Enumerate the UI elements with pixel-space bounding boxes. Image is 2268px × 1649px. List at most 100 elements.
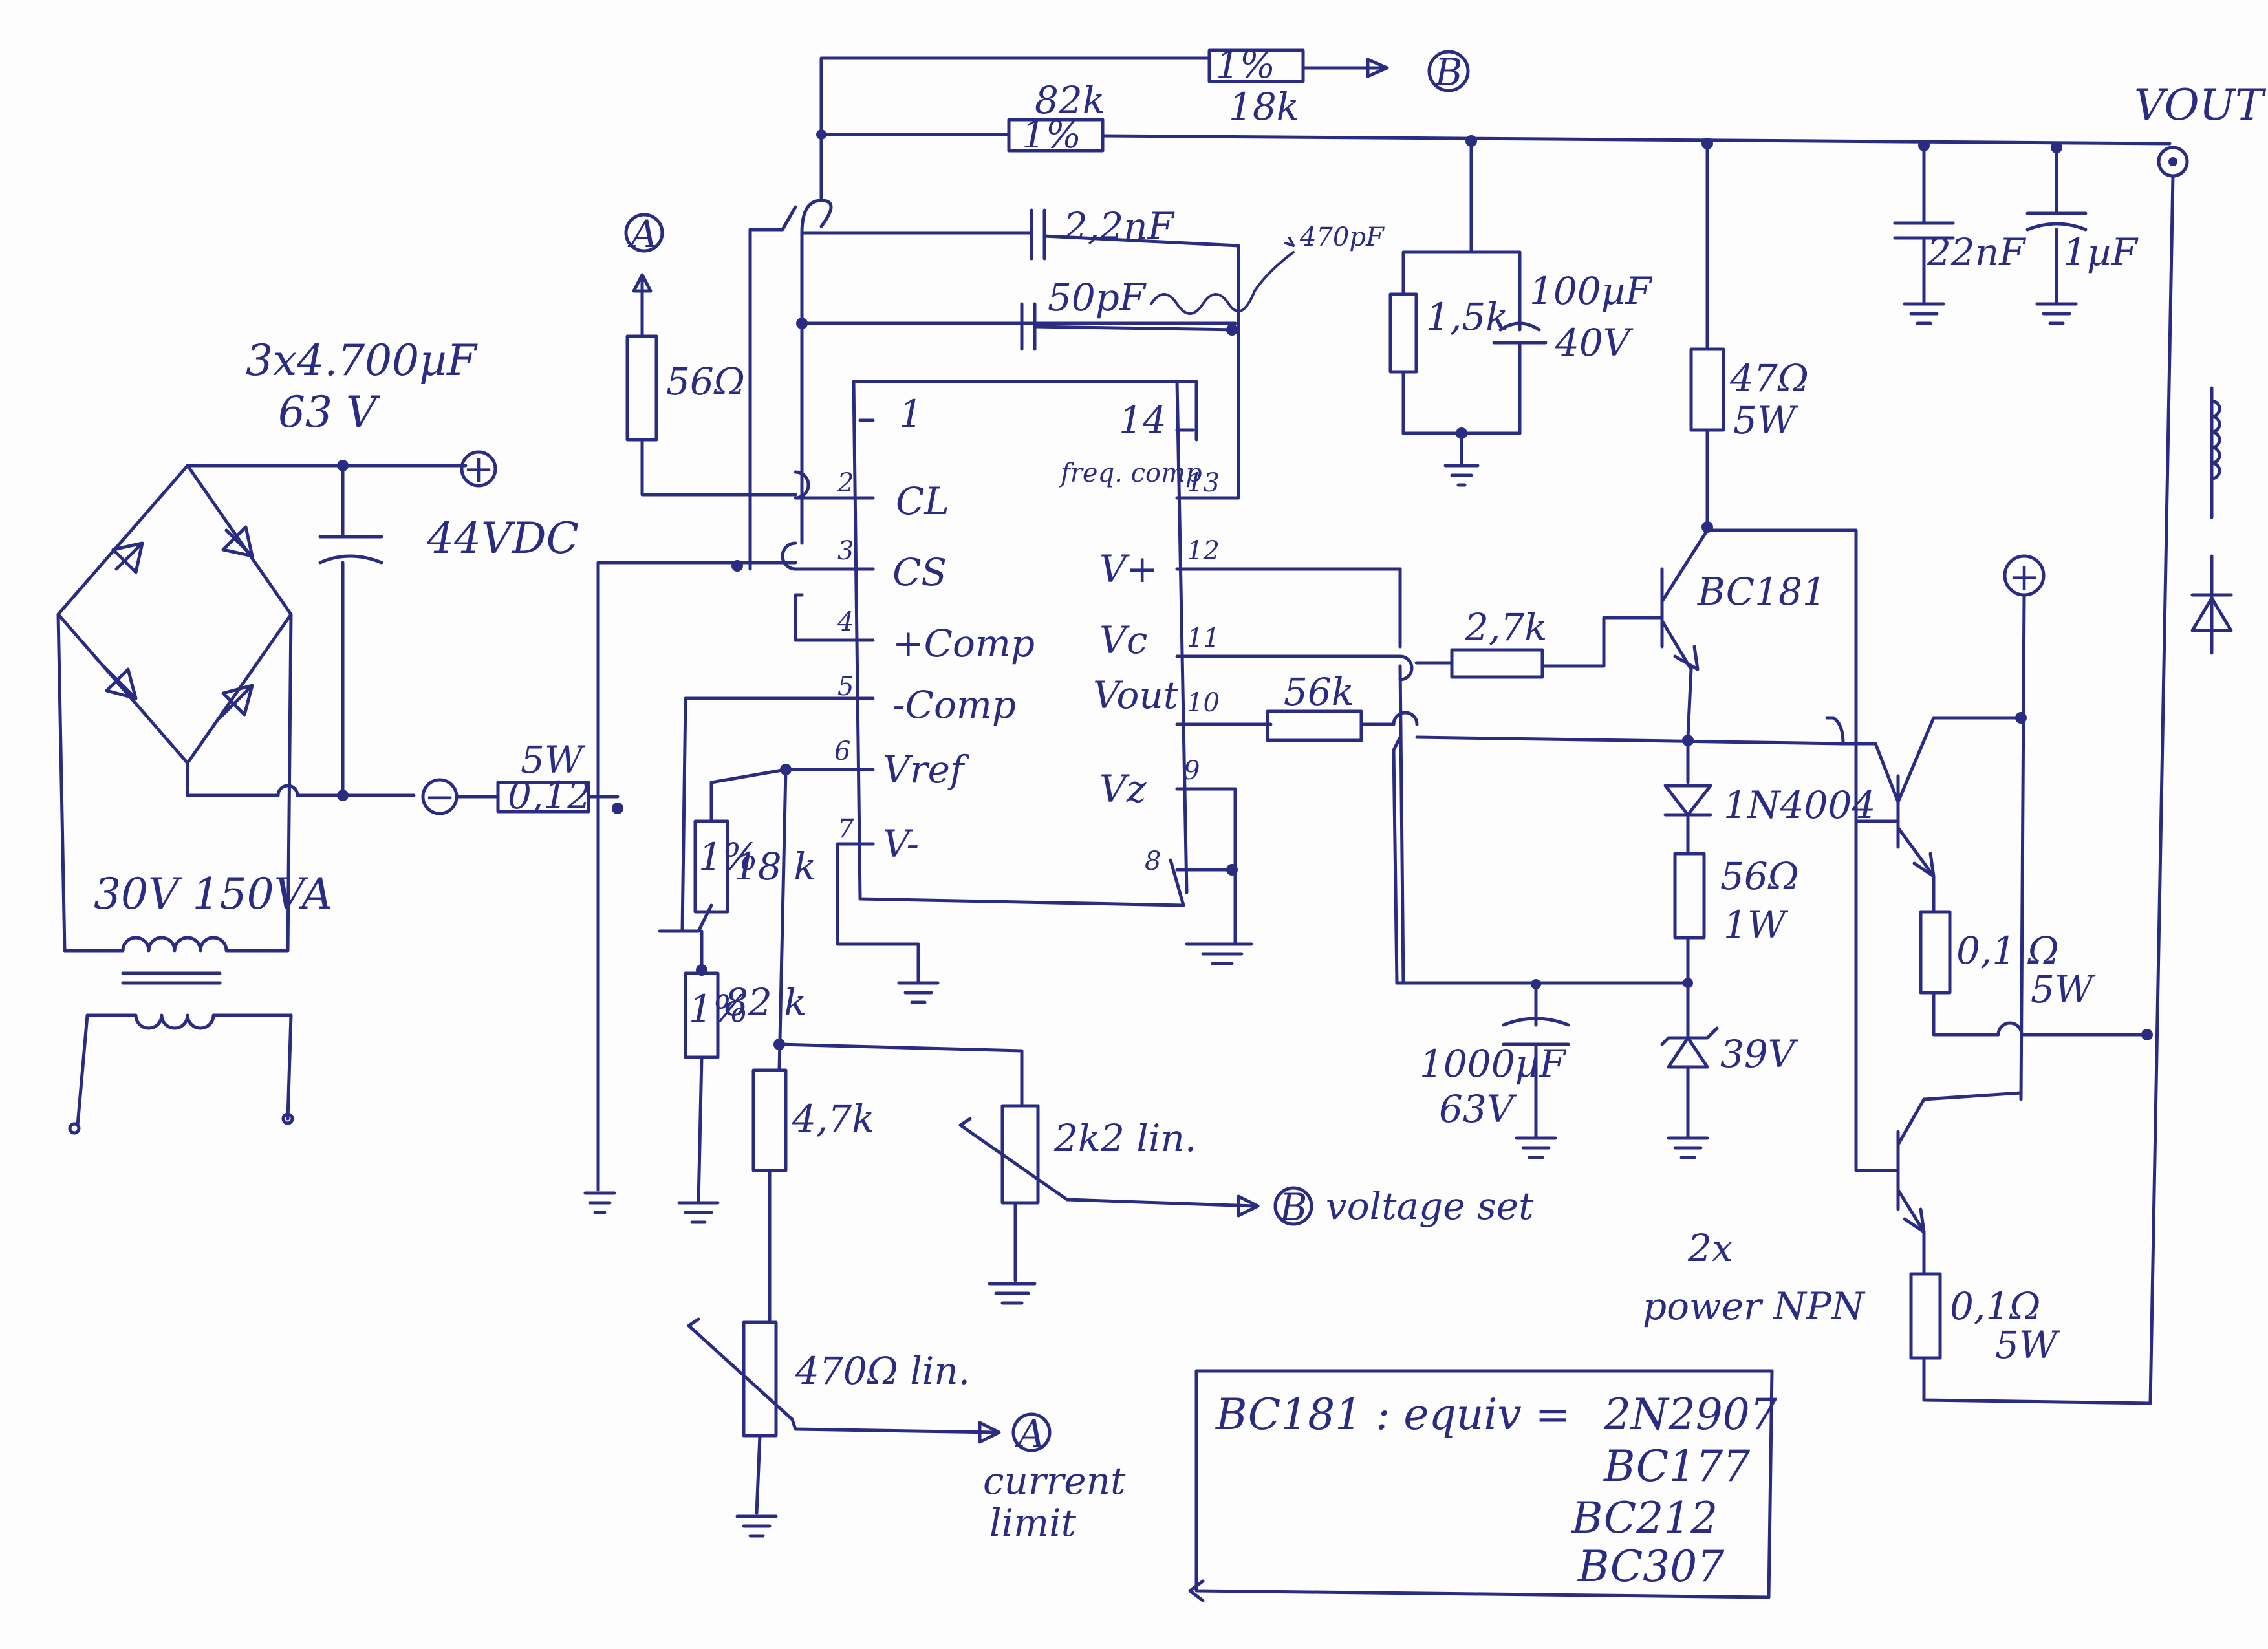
ic-pin-11: 11 Vc xyxy=(1099,618,1244,662)
ic-pin-3: 3 CS xyxy=(794,536,947,594)
svg-text:4: 4 xyxy=(837,607,854,637)
svg-text:BC181: BC181 xyxy=(1697,570,1826,614)
bulk-cap-voltage: 63 V xyxy=(278,387,381,437)
svg-text:4,7k: 4,7k xyxy=(792,1097,874,1141)
positive-terminal-label: + xyxy=(463,447,495,491)
equiv-item-4: BC307 xyxy=(1577,1542,1724,1591)
transistor-bc181: BC181 xyxy=(1660,528,1826,671)
dc-voltage-label: 44VDC xyxy=(426,513,579,563)
svg-text:1N4004: 1N4004 xyxy=(1723,783,1875,827)
ic-pin-12: 12 V+ xyxy=(1099,536,1402,591)
svg-text:1µF: 1µF xyxy=(2063,230,2139,274)
svg-text:2k2 lin.: 2k2 lin. xyxy=(1053,1116,1196,1160)
regulator-ic xyxy=(852,380,1198,907)
svg-text:voltage set: voltage set xyxy=(1326,1184,1534,1228)
svg-text:+: + xyxy=(2009,555,2040,599)
svg-text:7: 7 xyxy=(837,814,854,844)
top-18k-resistor xyxy=(1207,48,1305,83)
ic-pin-2: 2 CL xyxy=(794,468,949,523)
svg-text:6: 6 xyxy=(834,737,850,766)
r-01b xyxy=(1909,1272,1942,1360)
pin-vref-label: Vref xyxy=(883,748,970,792)
pot-2k2 xyxy=(1000,1104,1040,1205)
svg-text:2: 2 xyxy=(837,468,854,498)
r-01a xyxy=(1919,910,1952,995)
marker-a-top xyxy=(624,213,664,253)
svg-text:1%: 1% xyxy=(1216,43,1275,87)
svg-text:0,1Ω: 0,1Ω xyxy=(1950,1284,2040,1328)
marker-a-bottom xyxy=(1011,1412,1052,1452)
equiv-item-2: BC177 xyxy=(1603,1441,1750,1491)
ic-pin-13: 13 freq. comp xyxy=(1059,458,1231,500)
svg-text:47Ω: 47Ω xyxy=(1729,356,1809,400)
shunt-power: 5W xyxy=(521,738,586,782)
power-npn-2 xyxy=(1854,1091,2023,1276)
ic-pin-6: 6 Vref xyxy=(784,737,970,792)
pin-cl-label: CL xyxy=(896,479,949,523)
c-50p-label: 50pF xyxy=(1048,275,1147,319)
svg-text:14: 14 xyxy=(1119,398,1167,442)
shunt-value: 0,12 xyxy=(508,773,591,817)
r-47ohm xyxy=(1689,347,1725,432)
svg-text:1%: 1% xyxy=(1022,113,1081,156)
svg-text:39V: 39V xyxy=(1720,1032,1798,1076)
svg-text:470Ω lin.: 470Ω lin. xyxy=(795,1349,970,1393)
svg-text:12: 12 xyxy=(1187,536,1220,566)
svg-text:B: B xyxy=(1279,1185,1308,1229)
pin-cs-label: CS xyxy=(892,550,947,594)
ic-pin-8: 8 xyxy=(1145,846,1237,876)
equiv-title: BC181 : equiv = xyxy=(1215,1390,1571,1439)
svg-text:5: 5 xyxy=(837,672,854,702)
positive-terminal xyxy=(460,450,497,488)
svg-text:13: 13 xyxy=(1187,468,1220,498)
svg-text:2x: 2x xyxy=(1687,1226,1733,1270)
pin-ncomp-label: -Comp xyxy=(892,683,1016,727)
svg-text:1W: 1W xyxy=(1723,903,1789,947)
r-56ohm xyxy=(1673,852,1706,940)
power-npn-1 xyxy=(1841,716,2020,914)
marker-b-bottom xyxy=(1273,1186,1313,1226)
equivalents-box: BC181 : equiv = 2N2907 BC177 BC212 BC307 xyxy=(1188,1369,1777,1602)
ground-1 xyxy=(583,1191,616,1214)
pin-vplus-label: V+ xyxy=(1099,547,1158,591)
svg-text:1: 1 xyxy=(899,392,923,436)
svg-text:1000µF: 1000µF xyxy=(1420,1042,1566,1086)
svg-text:63V: 63V xyxy=(1439,1087,1517,1131)
bulk-capacitor: 3x4.700µF 63 V xyxy=(246,336,478,801)
svg-text:56k: 56k xyxy=(1284,670,1354,714)
svg-text:22nF: 22nF xyxy=(1927,230,2026,274)
c-2n2-label: 2,2nF xyxy=(1063,204,1175,248)
svg-text:8: 8 xyxy=(1145,846,1161,876)
svg-text:power NPN: power NPN xyxy=(1643,1284,1866,1328)
svg-text:100µF: 100µF xyxy=(1529,269,1652,313)
ic-pin-1: 1 xyxy=(858,392,923,436)
svg-text:10: 10 xyxy=(1187,688,1220,718)
svg-text:40V: 40V xyxy=(1555,321,1634,365)
r-4k7 xyxy=(751,1068,788,1172)
r-1k5 xyxy=(1388,292,1418,374)
pin-vz-label: Vz xyxy=(1099,767,1147,811)
ic-pin-4: 4 +Comp xyxy=(794,607,1035,665)
ic-pin-5: 5 -Comp xyxy=(684,672,1016,727)
r-56k xyxy=(1266,709,1363,742)
svg-text:82 k: 82 k xyxy=(724,980,806,1024)
svg-text:current: current xyxy=(983,1459,1126,1503)
marker-b-top xyxy=(1427,50,1470,92)
equiv-item-1: 2N2907 xyxy=(1603,1390,1777,1439)
svg-text:5W: 5W xyxy=(2031,967,2096,1011)
negative-terminal-label: − xyxy=(424,775,456,819)
svg-text:3: 3 xyxy=(837,536,854,566)
pin-freqcomp-label: freq. comp xyxy=(1059,458,1202,488)
svg-text:5W: 5W xyxy=(1733,398,1798,442)
svg-text:B: B xyxy=(1434,50,1463,94)
vout-label: VOUT xyxy=(2134,80,2267,130)
svg-text:18 k: 18 k xyxy=(734,845,816,889)
bridge-rectifier: 30V 150VA xyxy=(56,464,468,1135)
c-470p-label: 470pF xyxy=(1299,222,1385,252)
svg-text:1%: 1% xyxy=(698,835,758,879)
svg-text:2,7k: 2,7k xyxy=(1464,605,1547,649)
ic-pin-7: 7 V- xyxy=(836,814,919,866)
svg-text:11: 11 xyxy=(1187,623,1220,653)
ic-pin-9: 9 Vz xyxy=(1099,756,1237,811)
